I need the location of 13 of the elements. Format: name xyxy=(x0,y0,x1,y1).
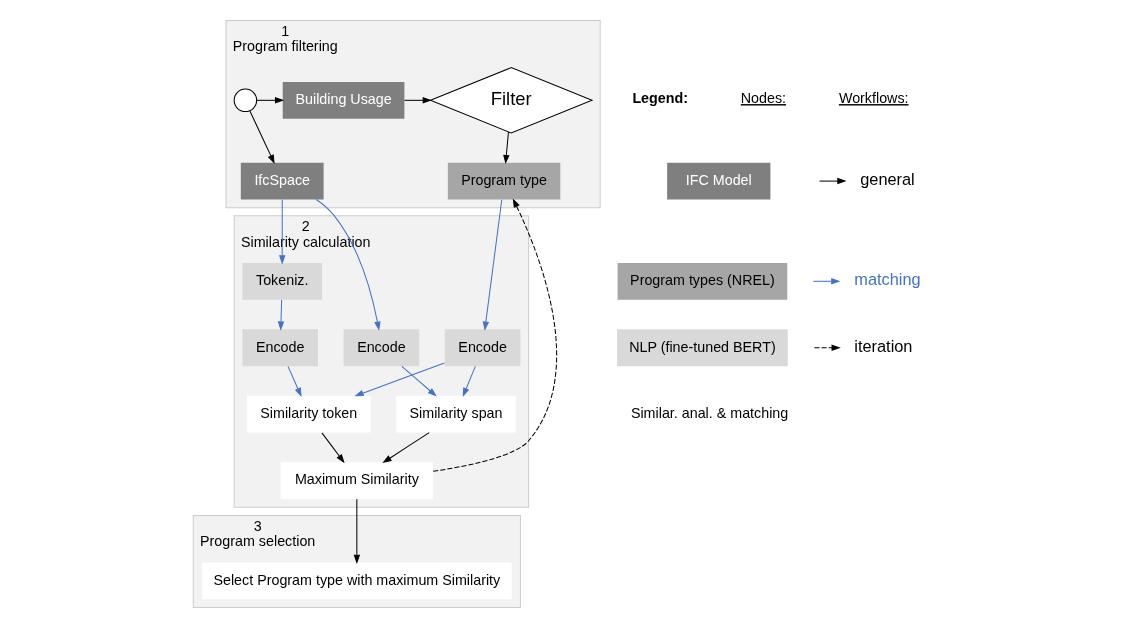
node-label: 3 xyxy=(253,517,262,534)
node-label: 1 xyxy=(280,23,289,40)
legend-label: Program types (NREL) xyxy=(629,272,775,289)
legend-label: iteration xyxy=(853,336,912,355)
legend-label: matching xyxy=(853,270,921,289)
legend-label: NLP (fine-tuned BERT) xyxy=(628,338,776,355)
label: Legend: xyxy=(631,90,688,107)
legend-label: IFC Model xyxy=(685,171,752,188)
label: Workflows: xyxy=(838,90,909,107)
node-label: 2 xyxy=(301,218,310,235)
label: Nodes: xyxy=(740,90,786,107)
legend-label: general xyxy=(859,169,915,188)
legend-label: Similar. anal. & matching xyxy=(630,404,788,421)
